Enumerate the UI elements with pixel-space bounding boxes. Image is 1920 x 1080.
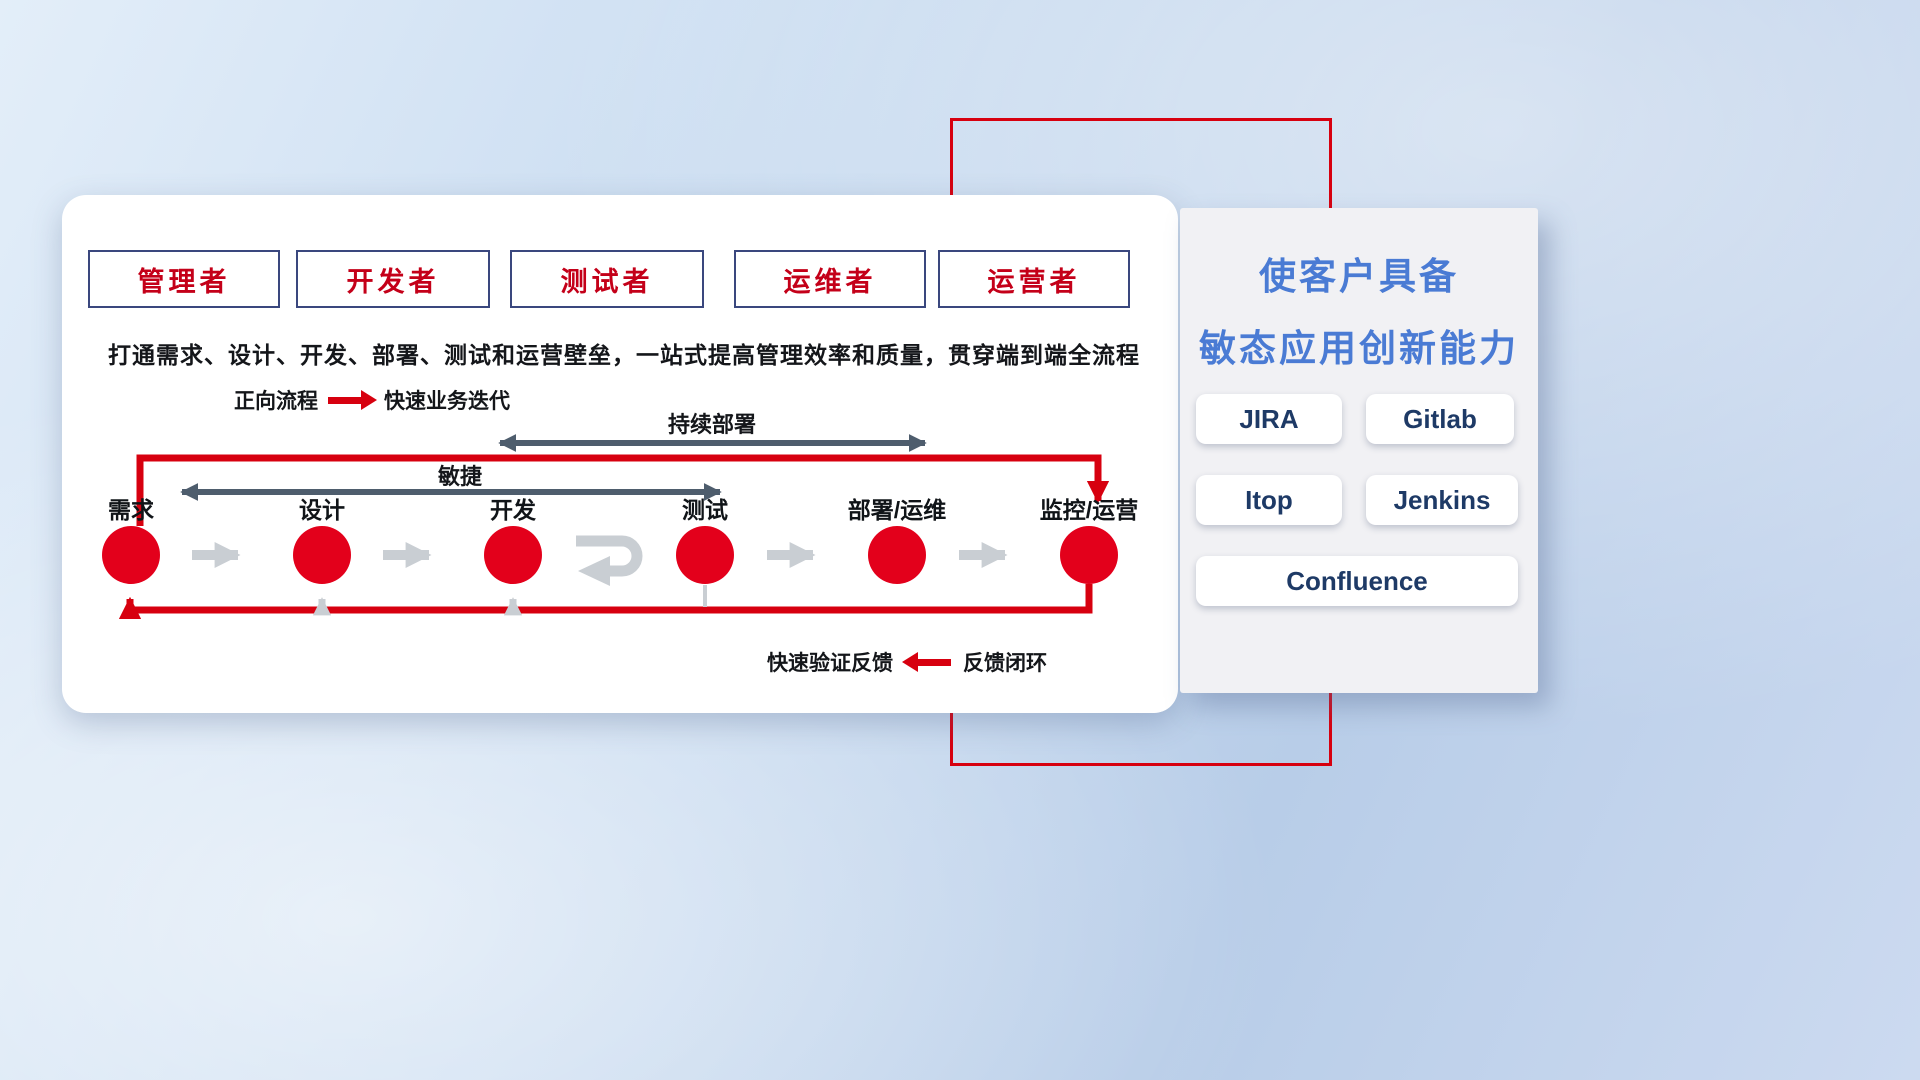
- role-box-manager: 管理者: [88, 250, 280, 308]
- forward-legend: 正向流程 快速业务迭代: [234, 385, 510, 415]
- stage-node: [484, 526, 542, 584]
- stage-node: [293, 526, 351, 584]
- role-label: 开发者: [346, 266, 440, 297]
- stage-node: [102, 526, 160, 584]
- forward-legend-label: 正向流程: [234, 390, 318, 413]
- continuous-deploy-label: 持续部署: [667, 412, 757, 437]
- headline-text: 打通需求、设计、开发、部署、测试和运营壁垒，一站式提高管理效率和质量，贯穿端到端…: [108, 342, 1140, 368]
- feedback-loop-line: [118, 584, 1093, 620]
- stage-label-deploy-ops: 部署/运维: [847, 497, 947, 523]
- agile-label: 敏捷: [437, 464, 483, 489]
- devops-flow-card: 管理者 开发者 测试者 运维者 运营者 打通需求、设计、开发、部署、测试和运营壁…: [62, 195, 1178, 713]
- forward-loop-line: [136, 454, 1110, 526]
- panel-title-line1: 使客户具备: [1259, 256, 1459, 297]
- stage-node: [1060, 526, 1118, 584]
- tool-chip-confluence: Confluence: [1196, 556, 1518, 606]
- role-box-ops: 运维者: [734, 250, 926, 308]
- tool-chip-gitlab: Gitlab: [1366, 394, 1514, 444]
- feedback-legend-desc: 反馈闭环: [963, 652, 1047, 675]
- role-label: 管理者: [137, 266, 231, 297]
- stage-label-monitor-op: 监控/运营: [1039, 497, 1139, 523]
- role-label: 测试者: [560, 266, 654, 297]
- role-box-tester: 测试者: [510, 250, 704, 308]
- tool-chip-jenkins: Jenkins: [1366, 475, 1518, 525]
- stage-node: [676, 526, 734, 584]
- panel-title-line2: 敏态应用创新能力: [1199, 328, 1519, 369]
- tool-chip-itop: Itop: [1196, 475, 1342, 525]
- iteration-loop-icon: [576, 535, 643, 586]
- forward-legend-desc: 快速业务迭代: [384, 390, 510, 413]
- capability-panel: 使客户具备 敏态应用创新能力 JIRA Gitlab Itop Jenkins …: [1180, 208, 1538, 693]
- role-box-operator: 运营者: [938, 250, 1130, 308]
- feedback-legend: 快速验证反馈 反馈闭环: [767, 647, 1047, 677]
- stage-node: [868, 526, 926, 584]
- feedback-arrow-icon: [917, 658, 951, 666]
- role-box-developer: 开发者: [296, 250, 490, 308]
- stage-label-requirements: 需求: [108, 497, 154, 523]
- tool-chip-jira: JIRA: [1196, 394, 1342, 444]
- stage-label-test: 测试: [682, 497, 728, 523]
- feedback-legend-label: 快速验证反馈: [767, 652, 893, 675]
- stage-label-design: 设计: [299, 497, 345, 523]
- role-label: 运营者: [987, 266, 1081, 297]
- stage-label-develop: 开发: [490, 497, 536, 523]
- forward-arrow-icon: [328, 396, 362, 404]
- role-label: 运维者: [783, 266, 877, 297]
